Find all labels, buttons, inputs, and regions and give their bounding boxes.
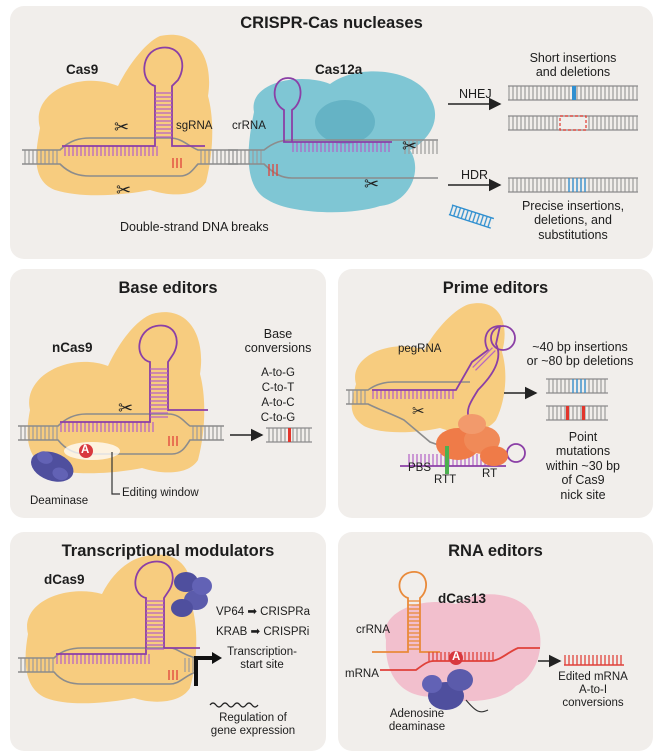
tx-modulators-title: Transcriptional modulators xyxy=(61,542,275,560)
short-indels-label: Short insertions and deletions xyxy=(529,51,617,80)
ncas9-dna-right xyxy=(190,426,224,440)
nhej-label: NHEJ xyxy=(459,87,492,101)
dcas9-stem xyxy=(146,600,164,650)
ncas9-scissors: ✂ xyxy=(118,398,133,418)
prime-point-dna xyxy=(546,406,608,420)
cas9-scissors-bottom: ✂ xyxy=(116,180,131,200)
ncas9-dna-left xyxy=(18,426,58,440)
dcas9-sgrna xyxy=(56,560,200,655)
pegrna-loop xyxy=(490,325,516,351)
adenosine-deaminase-label: Adenosine deaminase xyxy=(388,708,446,734)
ncas9-guide-duplex xyxy=(60,422,156,432)
cas9-dna-left xyxy=(22,150,60,164)
ncas9-label: nCas9 xyxy=(52,340,93,355)
dcas9-dna-left xyxy=(18,658,54,672)
ncas9-protein xyxy=(27,312,205,474)
deaminase-protein xyxy=(31,451,74,482)
cas9-guide-duplex xyxy=(62,146,160,156)
rna-editors-title: RNA editors xyxy=(448,542,543,560)
deaminase-label: Deaminase xyxy=(30,495,89,507)
prime-guide-duplex xyxy=(372,390,454,399)
sgrna-label: sgRNA xyxy=(176,120,213,132)
prime-cas9-protein xyxy=(351,303,506,433)
rt-label: RT xyxy=(482,468,498,480)
adenosine-deaminase-protein xyxy=(422,669,473,710)
dcas9-pam xyxy=(166,670,178,680)
prime-insertions-label: ~40 bp insertions or ~80 bp deletions xyxy=(526,340,634,369)
hdr-label: HDR xyxy=(461,168,489,182)
mrna-label: mRNA xyxy=(345,668,379,680)
effector-domain xyxy=(171,572,212,617)
dcas13-protein xyxy=(385,594,541,702)
editing-window-pointer xyxy=(111,452,120,495)
base-editors-title: Base editors xyxy=(118,279,218,297)
cas12a-guide-duplex xyxy=(292,142,392,152)
vp64-label: VP64 ➡ CRISPRa xyxy=(216,606,311,618)
cas12a-dna-left xyxy=(228,150,264,164)
donor-dna-template xyxy=(448,204,495,229)
edited-mrna-label: Edited mRNA A-to-I conversions xyxy=(558,671,628,710)
tss-label: Transcription- start site xyxy=(227,646,297,672)
pbs-label: PBS xyxy=(408,462,432,474)
pbs-rtt-duplex xyxy=(406,454,500,466)
ncas9-sgrna xyxy=(60,324,208,423)
base-conversions-list: A-to-G C-to-T A-to-C C-to-G xyxy=(260,367,296,424)
rtt-label: RTT xyxy=(434,474,457,486)
regulation-label: Regulation of gene expression xyxy=(210,712,296,738)
adenine-letter: A xyxy=(81,444,90,456)
prime-nick-scissors: ✂ xyxy=(412,403,425,420)
cas9-pam xyxy=(172,158,184,168)
cas9-stem xyxy=(155,90,172,140)
cas9-label: Cas9 xyxy=(66,62,99,77)
dcas9-label: dCas9 xyxy=(44,572,85,587)
cas12a-label: Cas12a xyxy=(315,62,363,77)
rna-target-adenine xyxy=(449,651,463,665)
cas9-protein xyxy=(36,34,213,196)
cas12a-scissors-top: ✂ xyxy=(402,136,417,156)
prime-dna xyxy=(346,381,471,457)
nhej-dna-deletion xyxy=(508,116,560,130)
cas9-sgrna xyxy=(62,46,205,147)
cas12a-pam xyxy=(268,164,278,176)
ncas9-stem xyxy=(150,366,168,418)
dcas13-label: dCas13 xyxy=(438,591,487,606)
ncas9-pam xyxy=(168,436,180,446)
editing-window-label: Editing window xyxy=(122,487,199,499)
cas12a-dna-right xyxy=(402,140,438,154)
rna-adenine-letter: A xyxy=(452,651,461,663)
cas12a-crrna xyxy=(273,77,392,143)
pegrna-label: pegRNA xyxy=(398,343,442,355)
crrna-stem xyxy=(408,600,420,650)
target-adenine xyxy=(79,444,93,458)
edited-mrna xyxy=(564,655,624,665)
cas12a-scissors-bottom: ✂ xyxy=(364,174,379,194)
dcas13-crrna xyxy=(372,571,440,653)
mrna-squiggle xyxy=(209,702,259,708)
dsb-label: Double-strand DNA breaks xyxy=(120,220,269,234)
cas9-scissors-top: ✂ xyxy=(114,117,129,137)
prime-dna-left xyxy=(346,390,368,404)
dcas9-protein xyxy=(25,554,197,704)
base-conversions-title: Base conversions xyxy=(244,327,312,356)
prime-editors-title: Prime editors xyxy=(442,279,549,297)
dcas9-guide-duplex xyxy=(56,654,152,664)
point-mutations-label: Point mutations within ~30 bp of Cas9 ni… xyxy=(545,430,620,502)
cas12a-lobe xyxy=(315,100,375,144)
precise-edits-label: Precise insertions, deletions, and subst… xyxy=(521,199,625,242)
crispr-title: CRISPR-Cas nucleases xyxy=(240,14,423,32)
krab-label: KRAB ➡ CRISPRi xyxy=(216,626,310,638)
tss-arrow xyxy=(194,656,214,686)
crrna-label: crRNA xyxy=(232,120,266,132)
rna-crrna-label: crRNA xyxy=(356,624,390,636)
